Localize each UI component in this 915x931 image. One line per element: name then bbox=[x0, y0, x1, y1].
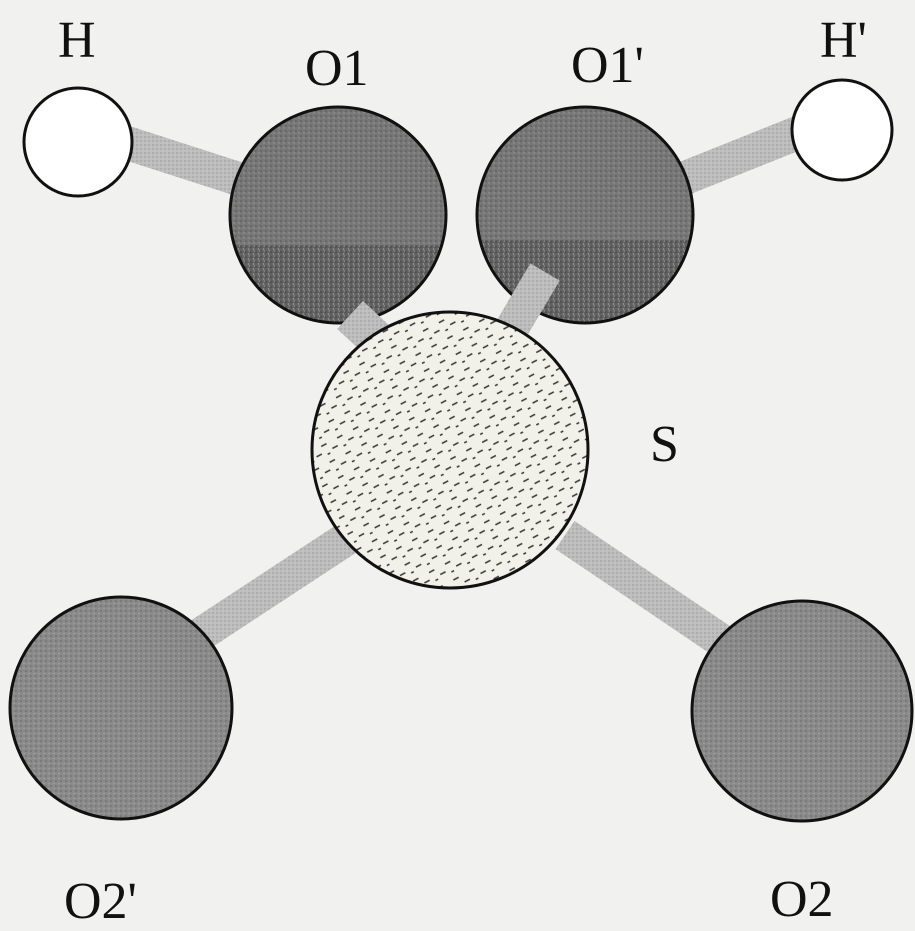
atom-label-h: H bbox=[58, 12, 96, 69]
oxygen-atom-o2-prime bbox=[8, 595, 234, 821]
bond-s-o2 bbox=[555, 520, 745, 665]
bond-o2prime-s bbox=[170, 520, 362, 663]
bond-o1prime-s bbox=[497, 263, 560, 337]
bond-h-o1 bbox=[118, 125, 260, 201]
bond-o1prime-hprime bbox=[663, 116, 807, 200]
sulfur-atom-s bbox=[310, 310, 590, 590]
oxygen-atom-o1-prime bbox=[475, 105, 695, 325]
oxygen-atom-o1 bbox=[228, 105, 448, 325]
oxygen-atom-o2 bbox=[690, 599, 914, 823]
atom-label-s: S bbox=[650, 416, 679, 473]
atom-label-o1-prime: O1' bbox=[571, 37, 644, 94]
atom-label-o1: O1 bbox=[305, 40, 369, 97]
hydrogen-atom-h-prime bbox=[790, 78, 894, 182]
atom-label-o2: O2 bbox=[770, 871, 834, 928]
atom-label-o2-prime: O2' bbox=[64, 873, 137, 930]
atom-label-h-prime: H' bbox=[820, 12, 867, 69]
hydrogen-atom-h bbox=[22, 86, 134, 198]
bond-layer bbox=[118, 116, 807, 665]
